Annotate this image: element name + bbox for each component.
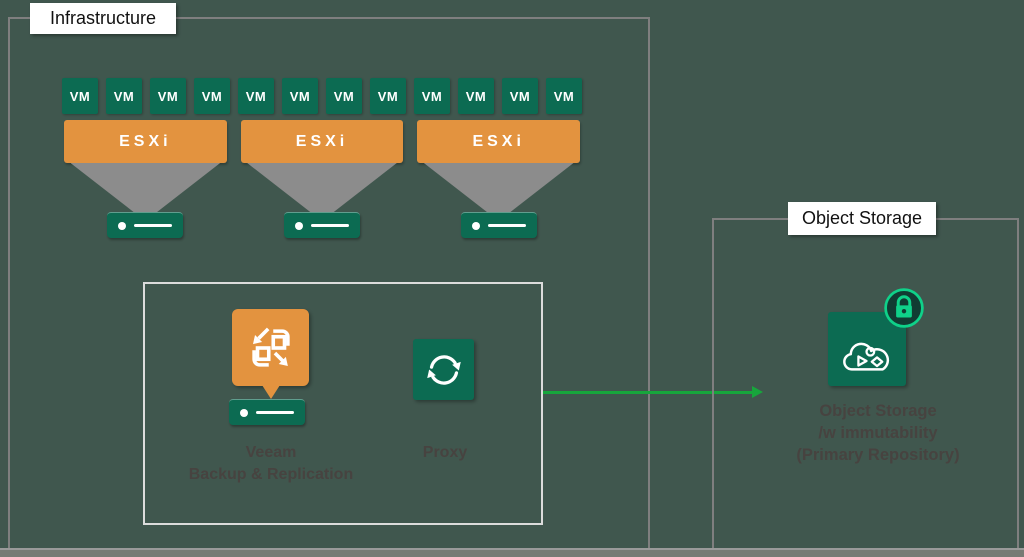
server-slot-line: [134, 224, 173, 227]
proxy-caption: Proxy: [422, 444, 468, 461]
veeam-caption-line2: Backup & Replication: [188, 466, 354, 483]
vm-icon: VM: [62, 78, 98, 114]
backup-flow-arrow: [543, 386, 763, 398]
object-storage-caption: Object Storage /w immutability (Primary …: [752, 400, 1004, 466]
vm-icon: VM: [414, 78, 450, 114]
veeam-caption: Veeam Backup & Replication: [145, 442, 397, 486]
server-slot-line: [311, 224, 349, 227]
veeam-glyph: [251, 327, 290, 367]
server-icon: [107, 212, 184, 238]
server-slot-line: [256, 411, 294, 414]
vm-icon: VM: [194, 78, 230, 114]
vm-icon: VM: [370, 78, 406, 114]
veeam-caption-line1: Veeam: [245, 444, 297, 461]
server-led-dot: [240, 409, 248, 417]
lock-glyph: [884, 288, 924, 328]
server-led-dot: [471, 222, 480, 230]
immutability-lock-badge-icon: [883, 287, 925, 329]
esxi-host-group: ESXi: [417, 120, 581, 238]
object-storage-zone-label: Object Storage: [788, 202, 937, 235]
esxi-host-group: ESXi: [240, 120, 404, 238]
vm-icon: VM: [238, 78, 274, 114]
veeam-server-icon: [229, 399, 305, 425]
server-slot-line: [487, 224, 526, 227]
vm-icon: VM: [326, 78, 362, 114]
esxi-host-group: ESXi: [64, 120, 227, 238]
vm-icon: VM: [282, 78, 318, 114]
esxi-row: ESXi ESXi ESXi: [64, 120, 581, 238]
vm-icon: VM: [150, 78, 186, 114]
bottom-edge-line: [0, 548, 1024, 550]
server-icon: [284, 212, 360, 238]
vm-icon: VM: [546, 78, 582, 114]
server-icon: [460, 212, 537, 238]
vm-icon: VM: [458, 78, 494, 114]
funnel-shape: [247, 163, 397, 213]
veeam-backup-replication-icon: [232, 309, 309, 386]
esxi-host-bar: ESXi: [64, 120, 227, 163]
proxy-sync-icon: [413, 339, 474, 400]
cloud-glyph: [843, 342, 890, 371]
storage-caption-line2: /w immutability: [818, 424, 938, 442]
funnel-shape: [423, 163, 574, 213]
funnel-shape: [70, 163, 221, 213]
esxi-host-bar: ESXi: [240, 120, 404, 163]
storage-caption-line1: Object Storage: [819, 402, 937, 420]
vm-row: VM VM VM VM VM VM VM VM VM VM VM VM: [62, 78, 582, 114]
infrastructure-zone-label: Infrastructure: [30, 3, 177, 34]
server-led-dot: [118, 222, 127, 230]
vm-icon: VM: [106, 78, 142, 114]
esxi-host-bar: ESXi: [417, 120, 581, 163]
backup-server-box: Veeam Backup & Replication Proxy: [143, 282, 543, 525]
storage-caption-line3: (Primary Repository): [796, 446, 960, 464]
vm-icon: VM: [502, 78, 538, 114]
bottom-edge-strip: [0, 550, 1024, 557]
sync-arrows-glyph: [426, 354, 461, 385]
server-led-dot: [295, 222, 303, 230]
